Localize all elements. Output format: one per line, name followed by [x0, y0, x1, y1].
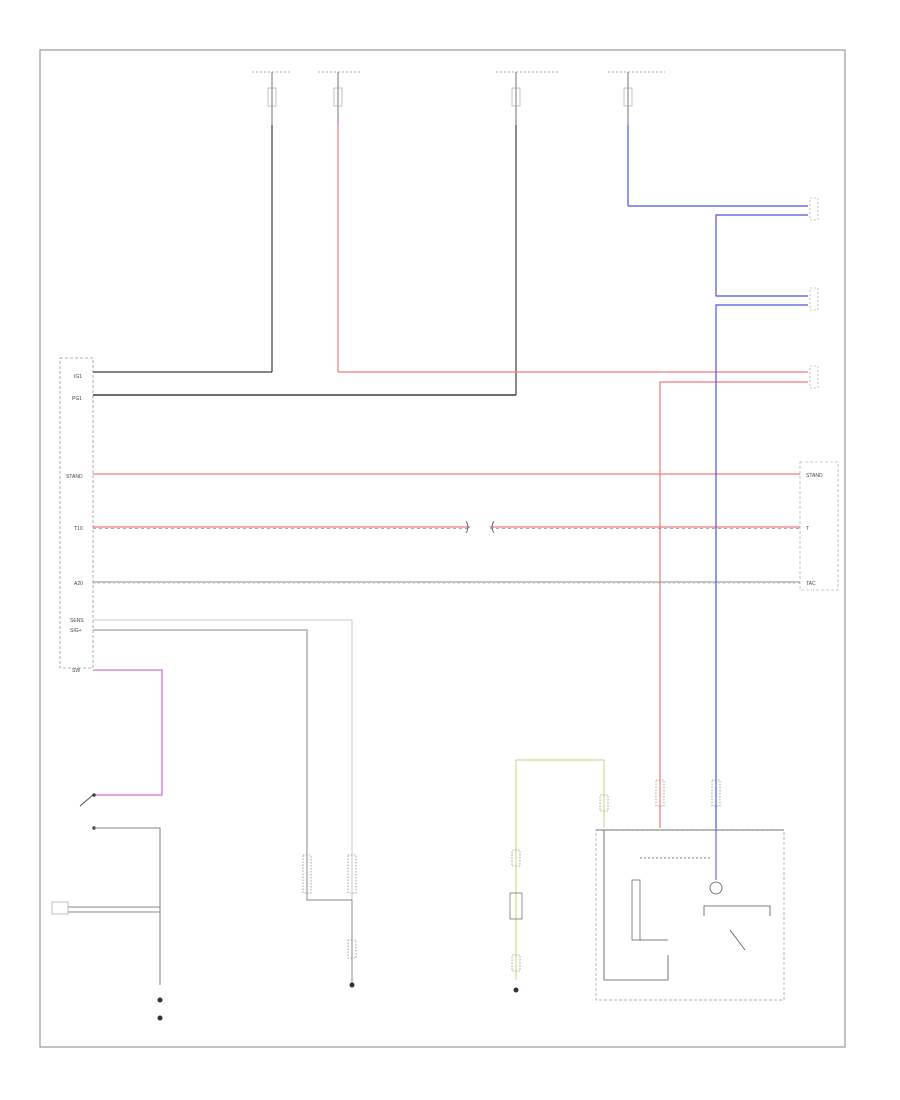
right-sensor	[509, 794, 609, 972]
top-fuse-1	[252, 71, 292, 125]
svg-text:STAND: STAND	[806, 473, 823, 479]
svg-text:SW: SW	[72, 668, 80, 674]
diagram-frame	[39, 49, 846, 1048]
svg-text:A20: A20	[74, 581, 83, 587]
wire-red-h2	[659, 381, 808, 828]
svg-text:IG1: IG1	[74, 374, 82, 380]
wire-gray-sens2	[93, 629, 352, 901]
svg-text:T10: T10	[74, 526, 83, 532]
top-fuse-3	[496, 71, 560, 125]
wire-blue-3	[715, 304, 808, 828]
top-fuse-2	[318, 71, 360, 125]
wire-pink	[93, 669, 163, 796]
left-ground	[157, 997, 163, 1021]
mid-connectors	[302, 854, 357, 985]
svg-text:STAND: STAND	[66, 474, 83, 480]
svg-text:TAC: TAC	[806, 581, 816, 587]
left-module-box	[59, 357, 94, 669]
wire-gray-switch	[94, 827, 161, 985]
mid-ground	[349, 982, 355, 988]
right-connector-1	[809, 197, 819, 221]
right-connector-4: STAND T TAC	[799, 461, 839, 591]
right-ground	[513, 987, 519, 993]
svg-text:PG1: PG1	[72, 396, 82, 402]
right-connector-3	[809, 365, 819, 389]
right-connector-2	[809, 287, 819, 311]
svg-text:T: T	[806, 526, 809, 532]
wire-gray-sens1	[93, 619, 353, 900]
left-switch	[79, 793, 96, 830]
gauge-assembly	[595, 779, 785, 1001]
top-fuse-4	[608, 71, 665, 125]
wire-blue-2	[715, 214, 808, 297]
center-connector	[465, 520, 495, 534]
wire-yellow	[515, 759, 605, 980]
left-sensor	[51, 901, 160, 915]
svg-text:SENS: SENS	[70, 618, 84, 624]
svg-text:SIG+: SIG+	[70, 628, 82, 634]
